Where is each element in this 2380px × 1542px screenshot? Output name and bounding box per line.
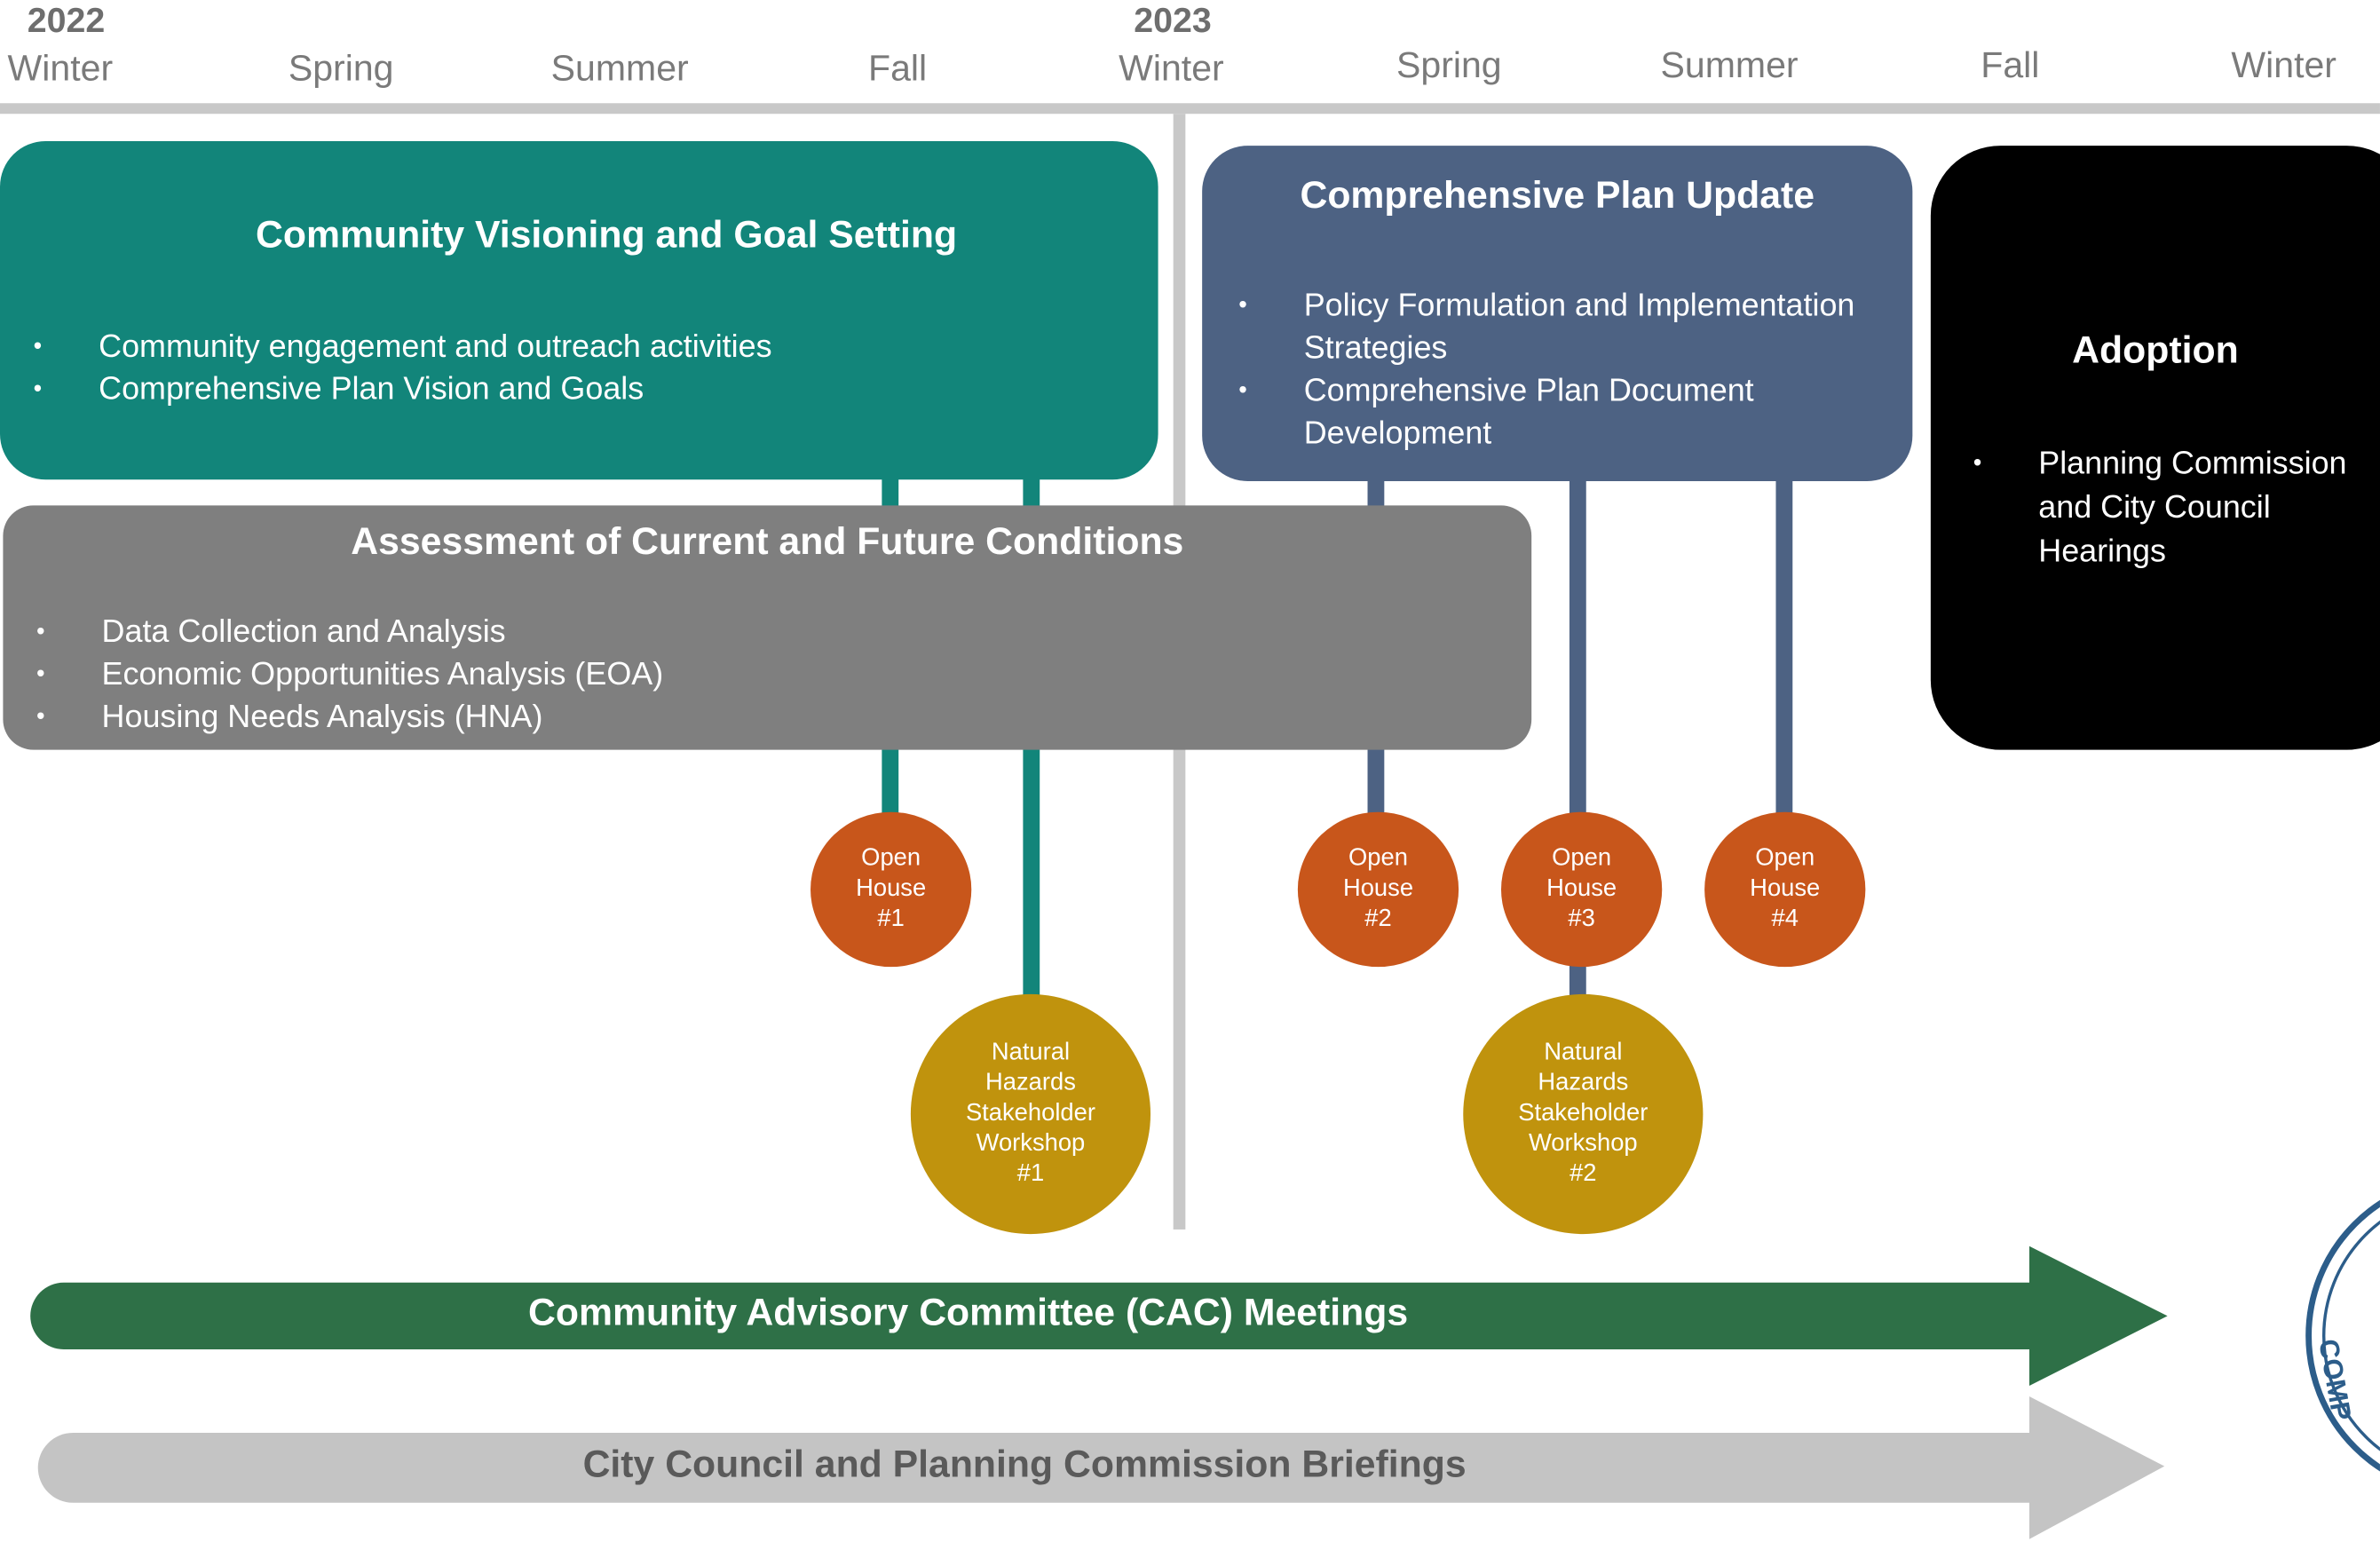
- bullet-item: •Economic Opportunities Analysis (EOA): [36, 657, 664, 692]
- season-label-spring-2023: Spring: [1396, 45, 1502, 87]
- phase-title-adoption: Adoption: [2072, 329, 2239, 372]
- milestone-open-house-4: Open House #4: [1704, 811, 1866, 968]
- bullet-item: •Comprehensive Plan Document Development: [1238, 373, 1754, 451]
- season-label-summer-2023: Summer: [1660, 45, 1799, 87]
- phase-bullets-adoption: •Planning Commission and City Council He…: [1973, 442, 2371, 574]
- phase-box-plan-update: Comprehensive Plan Update •Policy Formul…: [1202, 146, 1913, 482]
- bullet-item: •Comprehensive Plan Vision and Goals: [33, 371, 644, 407]
- season-label-winter-2022: Winter: [7, 48, 114, 90]
- season-label-fall-2023: Fall: [1981, 45, 2040, 87]
- timeline-axis-line: [0, 103, 2380, 115]
- season-label-fall-2022: Fall: [868, 48, 928, 90]
- cac-meetings-label: Community Advisory Committee (CAC) Meeti…: [528, 1292, 1409, 1334]
- phase-bullets-plan-update: •Policy Formulation and Implementation S…: [1238, 285, 1876, 455]
- phase-title-visioning: Community Visioning and Goal Setting: [256, 214, 958, 257]
- season-label-winter-2024: Winter: [2231, 45, 2337, 87]
- season-label-winter-2023: Winter: [1119, 48, 1224, 90]
- city-seal-logo: COMP: [2305, 1199, 2380, 1472]
- milestone-workshop-1: Natural Hazards Stakeholder Workshop #1: [910, 993, 1151, 1235]
- phase-title-plan-update: Comprehensive Plan Update: [1300, 174, 1815, 217]
- briefings-arrow-shape: [37, 1396, 2165, 1539]
- cac-meetings-arrow: [30, 1245, 2168, 1387]
- year-label-2023: 2023: [1134, 0, 1212, 40]
- bullet-item: •Policy Formulation and Implementation S…: [1238, 288, 1855, 367]
- phase-title-assessment: Assessment of Current and Future Conditi…: [351, 520, 1184, 564]
- season-label-summer-2022: Summer: [550, 48, 689, 90]
- season-label-spring-2022: Spring: [288, 48, 394, 90]
- bullet-item: •Planning Commission and City Council He…: [1973, 446, 2347, 570]
- bullet-item: •Data Collection and Analysis: [36, 614, 506, 650]
- year-label-2022: 2022: [27, 0, 106, 40]
- phase-bullets-visioning: •Community engagement and outreach activ…: [34, 327, 772, 412]
- briefings-arrow: [37, 1396, 2165, 1539]
- cac-arrow-shape: [30, 1245, 2168, 1387]
- milestone-open-house-3: Open House #3: [1500, 811, 1663, 968]
- bullet-item: •Housing Needs Analysis (HNA): [36, 700, 543, 735]
- bullet-item: •Community engagement and outreach activ…: [33, 329, 772, 365]
- phase-box-adoption: Adoption •Planning Commission and City C…: [1930, 146, 2380, 750]
- milestone-open-house-2: Open House #2: [1297, 811, 1459, 968]
- milestone-open-house-1: Open House #1: [810, 811, 972, 968]
- seal-text: COMP: [2313, 1337, 2357, 1423]
- briefings-label: City Council and Planning Commission Bri…: [582, 1443, 1467, 1486]
- phase-box-visioning: Community Visioning and Goal Setting •Co…: [0, 141, 1158, 480]
- connector-open-house-4: [1775, 471, 1793, 820]
- phase-box-assessment: Assessment of Current and Future Conditi…: [3, 505, 1532, 750]
- milestone-workshop-2: Natural Hazards Stakeholder Workshop #2: [1463, 993, 1704, 1235]
- phase-bullets-assessment: •Data Collection and Analysis •Economic …: [36, 612, 663, 739]
